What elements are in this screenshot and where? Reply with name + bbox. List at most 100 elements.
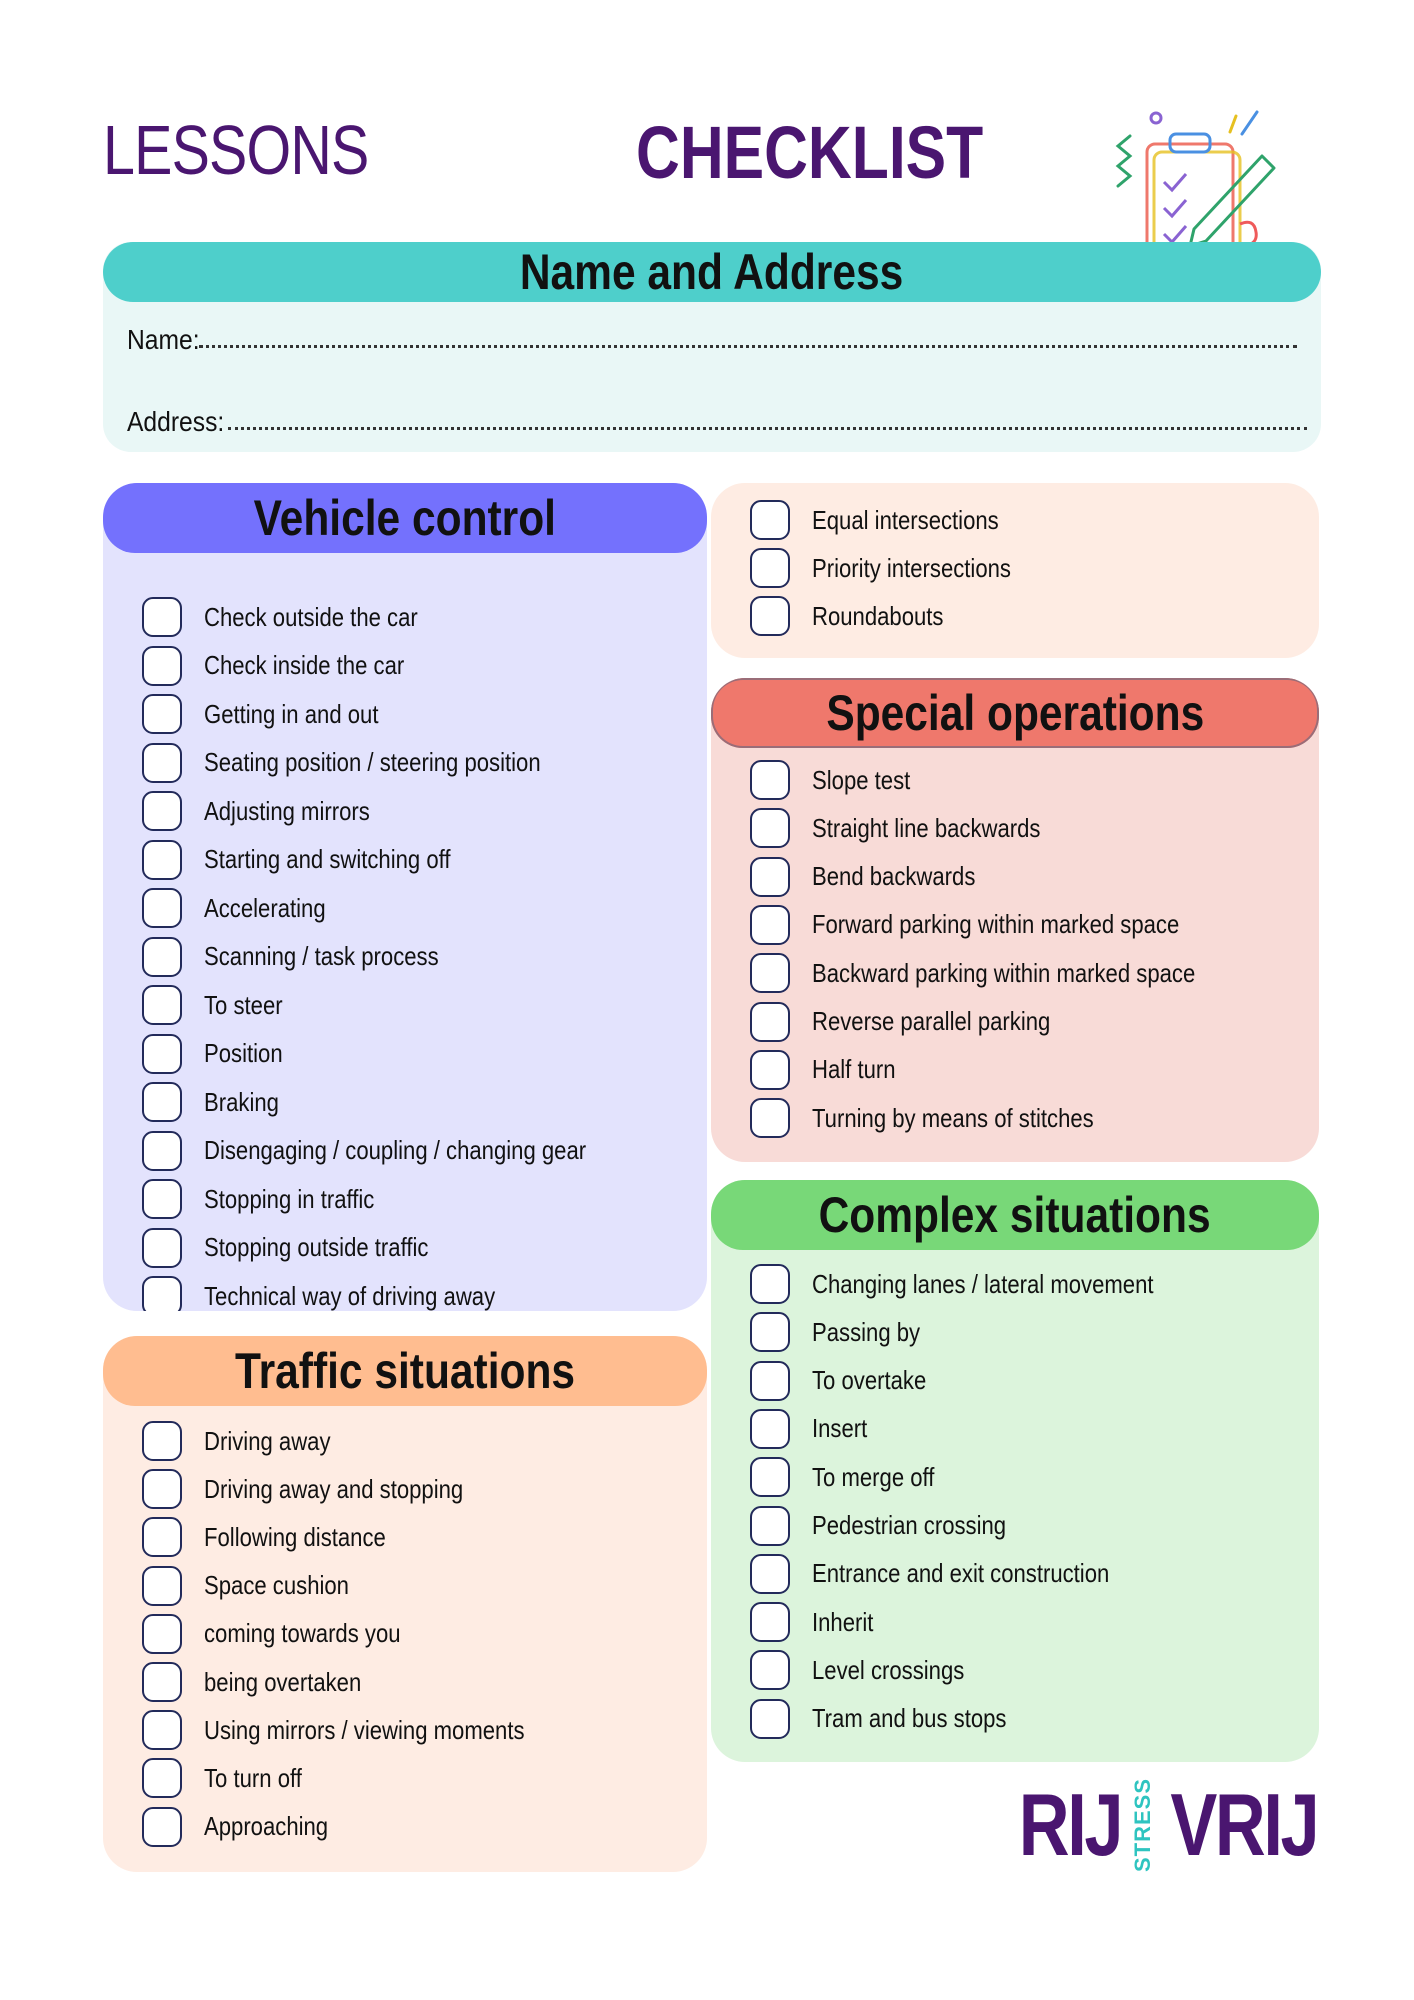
checklist-item[interactable]: Accelerating: [142, 886, 347, 930]
checklist-item[interactable]: Equal intersections: [750, 498, 1032, 542]
checklist-item[interactable]: Tram and bus stops: [750, 1697, 1041, 1741]
checklist-item[interactable]: Half turn: [750, 1048, 910, 1092]
checklist-item[interactable]: To turn off: [142, 1756, 319, 1800]
checkbox[interactable]: [750, 1602, 790, 1643]
checklist-item[interactable]: To overtake: [750, 1359, 946, 1403]
checkbox[interactable]: [750, 1457, 790, 1498]
checkbox[interactable]: [750, 1360, 790, 1401]
checklist-item[interactable]: Getting in and out: [142, 692, 409, 736]
checklist-item-label: Half turn: [812, 1054, 896, 1085]
checklist-item[interactable]: Driving away and stopping: [142, 1467, 509, 1511]
checklist-item[interactable]: Slope test: [750, 758, 928, 802]
checklist-item[interactable]: Check outside the car: [142, 595, 455, 639]
checklist-item[interactable]: Stopping outside traffic: [142, 1226, 468, 1270]
checkbox[interactable]: [142, 888, 182, 928]
checkbox[interactable]: [750, 500, 790, 540]
checklist-item[interactable]: Straight line backwards: [750, 806, 1081, 850]
checkbox[interactable]: [142, 1662, 182, 1702]
checkbox[interactable]: [142, 645, 182, 686]
checkbox[interactable]: [750, 1553, 790, 1594]
checklist-item[interactable]: Level crossings: [750, 1648, 991, 1692]
checkbox[interactable]: [142, 1421, 182, 1461]
checkbox[interactable]: [750, 1001, 790, 1042]
checklist-item[interactable]: Inherit: [750, 1600, 884, 1644]
checkbox[interactable]: [750, 1505, 790, 1546]
checkbox[interactable]: [142, 1565, 182, 1606]
title-lessons: LESSONS: [103, 111, 369, 189]
checkbox[interactable]: [142, 1179, 182, 1219]
checklist-item[interactable]: To steer: [142, 983, 297, 1027]
address-field[interactable]: Address:: [127, 406, 1307, 438]
checkbox[interactable]: [142, 1082, 182, 1122]
checklist-item[interactable]: Backward parking within marked space: [750, 951, 1263, 995]
checkbox[interactable]: [750, 1408, 790, 1449]
checklist-item[interactable]: Technical way of driving away: [142, 1274, 547, 1311]
address-line[interactable]: [227, 427, 1307, 430]
checklist-item[interactable]: Stopping in traffic: [142, 1177, 404, 1221]
checkbox[interactable]: [142, 1130, 182, 1171]
checklist-item[interactable]: Braking: [142, 1080, 292, 1124]
checkbox[interactable]: [142, 839, 182, 880]
checklist-item[interactable]: Position: [142, 1032, 297, 1076]
checklist-item[interactable]: Seating position / steering position: [142, 741, 600, 785]
checkbox[interactable]: [750, 760, 790, 800]
checklist-item-label: Changing lanes / lateral movement: [812, 1268, 1154, 1299]
checklist-item[interactable]: Priority intersections: [750, 546, 1046, 590]
checkbox[interactable]: [142, 1613, 182, 1654]
checklist-item-label: Following distance: [204, 1521, 386, 1552]
checklist-item[interactable]: Check inside the car: [142, 644, 440, 688]
checklist-item[interactable]: To merge off: [750, 1455, 956, 1499]
checklist-item[interactable]: being overtaken: [142, 1660, 389, 1704]
checklist-item[interactable]: Approaching: [142, 1805, 350, 1849]
checklist-item[interactable]: Insert: [750, 1407, 877, 1451]
checklist-item[interactable]: Roundabouts: [750, 594, 967, 638]
checkbox[interactable]: [750, 1049, 790, 1090]
checkbox[interactable]: [142, 1469, 182, 1510]
checkbox[interactable]: [142, 791, 182, 831]
checklist-item[interactable]: Scanning / task process: [142, 935, 480, 979]
checklist-item[interactable]: Bend backwards: [750, 855, 1004, 899]
checkbox[interactable]: [750, 953, 790, 994]
checkbox[interactable]: [142, 742, 182, 783]
checkbox[interactable]: [750, 904, 790, 945]
checklist-item[interactable]: Disengaging / coupling / changing gear: [142, 1129, 654, 1173]
checkbox[interactable]: [142, 936, 182, 977]
checkbox[interactable]: [142, 1758, 182, 1799]
checklist-item[interactable]: Starting and switching off: [142, 838, 494, 882]
checkbox[interactable]: [750, 596, 790, 636]
checkbox[interactable]: [142, 1517, 182, 1558]
checkbox[interactable]: [750, 808, 790, 849]
checklist-item[interactable]: Driving away: [142, 1419, 353, 1463]
name-line[interactable]: [199, 345, 1297, 348]
checklist-item[interactable]: Adjusting mirrors: [142, 789, 399, 833]
checkbox[interactable]: [142, 694, 182, 734]
checkbox[interactable]: [142, 1710, 182, 1751]
checkbox[interactable]: [750, 1650, 790, 1691]
checklist-item[interactable]: Following distance: [142, 1515, 418, 1559]
checkbox[interactable]: [142, 985, 182, 1025]
checkbox[interactable]: [750, 1098, 790, 1139]
checklist-item[interactable]: Passing by: [750, 1310, 939, 1354]
checkbox[interactable]: [750, 548, 790, 588]
checklist-item[interactable]: Changing lanes / lateral movement: [750, 1262, 1214, 1306]
checklist-item[interactable]: Using mirrors / viewing moments: [142, 1708, 581, 1752]
checkbox[interactable]: [750, 1264, 790, 1304]
checklist-item[interactable]: Pedestrian crossing: [750, 1504, 1040, 1548]
checkbox[interactable]: [750, 1312, 790, 1353]
checkbox[interactable]: [142, 1033, 182, 1074]
checklist-item[interactable]: Reverse parallel parking: [750, 1000, 1092, 1044]
checklist-item[interactable]: Space cushion: [142, 1564, 375, 1608]
checkbox[interactable]: [142, 1276, 182, 1311]
brand-vrij: VRIJ: [1170, 1775, 1319, 1874]
checklist-item[interactable]: Forward parking within marked space: [750, 903, 1244, 947]
checklist-item[interactable]: Turning by means of stitches: [750, 1096, 1143, 1140]
checklist-item-label: To merge off: [812, 1461, 935, 1492]
name-field[interactable]: Name:: [127, 324, 1297, 356]
checkbox[interactable]: [750, 856, 790, 897]
checklist-item[interactable]: coming towards you: [142, 1612, 435, 1656]
checkbox[interactable]: [142, 597, 182, 637]
checkbox[interactable]: [750, 1698, 790, 1739]
checkbox[interactable]: [142, 1227, 182, 1268]
checklist-item[interactable]: Entrance and exit construction: [750, 1552, 1162, 1596]
checkbox[interactable]: [142, 1806, 182, 1847]
